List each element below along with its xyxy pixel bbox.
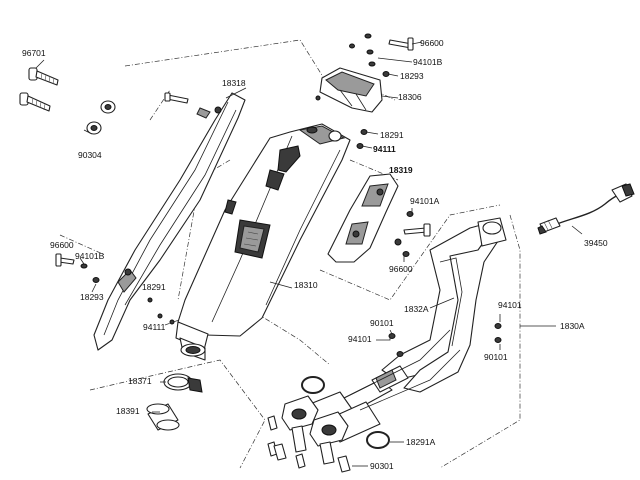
label-1832a: 1832A xyxy=(404,304,429,314)
label-94111-top: 94111 xyxy=(373,144,396,154)
label-90301: 90301 xyxy=(370,461,394,471)
label-18293-top: 18293 xyxy=(400,71,424,81)
end-cap-18306 xyxy=(319,67,383,113)
label-18319: 18319 xyxy=(389,165,413,175)
label-90101-a: 90101 xyxy=(370,318,394,328)
bolt-96701 xyxy=(19,67,59,112)
leader-lines xyxy=(35,41,583,467)
label-18310: 18310 xyxy=(294,280,318,290)
right-fasteners xyxy=(356,129,368,149)
label-94111-left: 94111 xyxy=(143,322,166,332)
label-18371: 18371 xyxy=(128,376,152,386)
label-94101b-top: 94101B xyxy=(413,57,443,67)
label-96600-top: 96600 xyxy=(420,38,444,48)
label-18391: 18391 xyxy=(116,406,140,416)
sleeve-18391 xyxy=(146,403,180,431)
header-pipes xyxy=(281,217,507,465)
label-96600-mid: 96600 xyxy=(389,264,413,274)
label-90101-b: 90101 xyxy=(484,352,508,362)
clamp-18371 xyxy=(163,373,203,393)
label-94101-mid: 94101 xyxy=(348,334,372,344)
part-labels: 96701 90304 18318 96600 94101B 18293 183… xyxy=(22,38,608,471)
label-18306: 18306 xyxy=(398,92,422,102)
label-18291-left: 18291 xyxy=(142,282,166,292)
mid-fasteners xyxy=(394,211,431,257)
nut-90304 xyxy=(86,100,116,135)
o2-sensor-39450 xyxy=(537,183,635,235)
label-1830a: 1830A xyxy=(560,321,585,331)
label-18291-top: 18291 xyxy=(380,130,404,140)
label-96600-left: 96600 xyxy=(50,240,74,250)
heat-shield-18318 xyxy=(93,92,246,351)
label-90304: 90304 xyxy=(78,150,102,160)
gasket-18291a xyxy=(301,376,390,449)
label-94101a: 94101A xyxy=(410,196,440,206)
label-96701: 96701 xyxy=(22,48,46,58)
bracket-18319 xyxy=(327,173,399,263)
left-fasteners xyxy=(55,253,175,325)
label-18293-left: 18293 xyxy=(80,292,104,302)
studs-90301 xyxy=(267,415,351,473)
label-94101b-left: 94101B xyxy=(75,251,105,261)
label-18291a: 18291A xyxy=(406,437,436,447)
muffler-18310 xyxy=(175,123,351,361)
label-94101-right: 94101 xyxy=(498,300,522,310)
label-18318: 18318 xyxy=(222,78,246,88)
label-39450: 39450 xyxy=(584,238,608,248)
bolts-90101-94101 xyxy=(388,323,502,357)
screw-18318 xyxy=(164,92,189,104)
